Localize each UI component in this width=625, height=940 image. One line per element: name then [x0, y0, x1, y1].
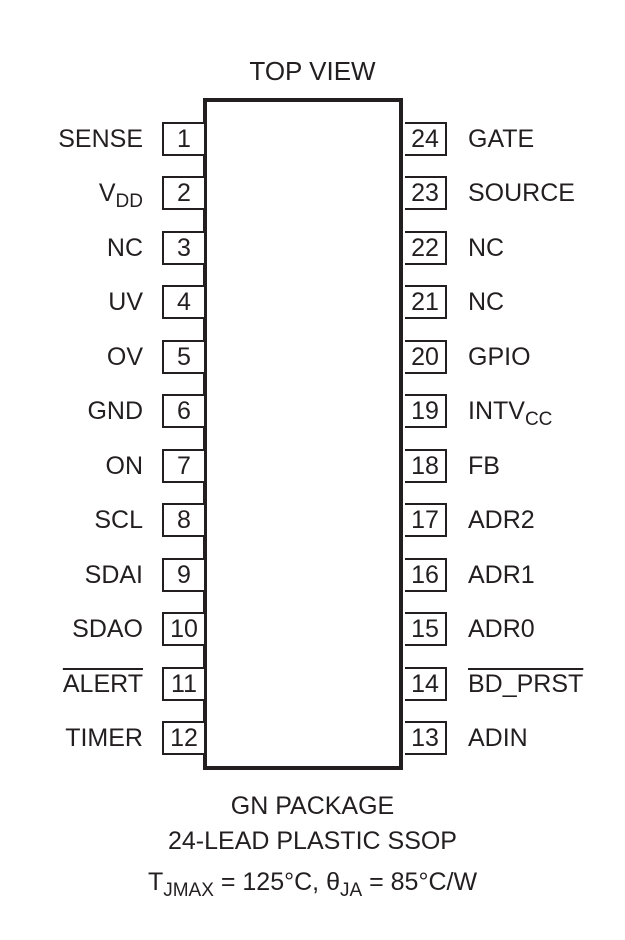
pin-5-label: OV: [107, 340, 143, 374]
pin-6-name: GND: [87, 397, 143, 425]
pin-24-number: 24: [405, 122, 447, 156]
pin-11-number: 11: [162, 667, 204, 701]
pin-15-name: ADR0: [468, 615, 535, 643]
pin-20-number: 20: [405, 340, 447, 374]
pin-7-label: ON: [106, 449, 144, 483]
pin-21-number: 21: [405, 285, 447, 319]
pin-9-name: SDAI: [84, 561, 143, 589]
pin-5-number: 5: [162, 340, 204, 374]
pin-8-name: SCL: [94, 506, 143, 534]
pin-8-label: SCL: [94, 503, 143, 537]
pin-14-label: BD_PRST: [468, 667, 583, 701]
pin-16-label: ADR1: [468, 558, 535, 592]
pin-10-number: 10: [162, 612, 204, 646]
pin-19-label: INTVCC: [468, 394, 553, 430]
pin-7-name: ON: [105, 452, 144, 480]
pin-23-number: 23: [405, 176, 447, 210]
pin-2-number: 2: [162, 176, 204, 210]
pin-4-name: UV: [108, 288, 143, 316]
pin-24-label: GATE: [468, 122, 534, 156]
theta-value: = 85°C/W: [362, 868, 478, 896]
pin-17-name: ADR2: [468, 506, 535, 534]
pin-16-number: 16: [405, 558, 447, 592]
pin-12-number: 12: [162, 721, 204, 755]
pin-15-label: ADR0: [468, 612, 535, 646]
theta-subscript: JA: [339, 880, 363, 901]
pin-19-name: INTV: [468, 397, 525, 425]
pin-1-name: SENSE: [58, 125, 143, 153]
pin-18-label: FB: [468, 449, 500, 483]
pin-14-name: BD_PRST: [468, 670, 584, 698]
pin-22-label: NC: [468, 231, 504, 265]
tjmax-value: = 125°C,: [213, 868, 327, 896]
pin-8-number: 8: [162, 503, 204, 537]
pin-5-name: OV: [106, 343, 143, 371]
pin-3-name: NC: [106, 234, 143, 262]
pin-20-name: GPIO: [468, 343, 531, 371]
pin-12-name: TIMER: [65, 724, 143, 752]
pin-13-number: 13: [405, 721, 447, 755]
pin-17-number: 17: [405, 503, 447, 537]
theta-symbol: θ: [326, 868, 340, 896]
pin-14-number: 14: [405, 667, 447, 701]
pin-1-number: 1: [162, 122, 204, 156]
pin-23-label: SOURCE: [468, 176, 575, 210]
pin-2-subscript: DD: [115, 191, 143, 212]
tjmax-subscript: JMAX: [163, 880, 214, 901]
pin-13-name: ADIN: [468, 724, 528, 752]
pin-3-number: 3: [162, 231, 204, 265]
package-body: [203, 98, 403, 770]
pin-9-label: SDAI: [85, 558, 143, 592]
diagram-title: TOP VIEW: [249, 56, 376, 86]
pin-1-label: SENSE: [58, 122, 143, 156]
pin-11-label: ALERT: [63, 667, 143, 701]
pin-17-label: ADR2: [468, 503, 535, 537]
pin-15-number: 15: [405, 612, 447, 646]
pin-20-label: GPIO: [468, 340, 531, 374]
pin-10-name: SDAO: [72, 615, 143, 643]
pin-2-label: VDD: [98, 176, 143, 212]
pin-6-number: 6: [162, 394, 204, 428]
pin-11-name: ALERT: [62, 670, 143, 698]
pin-22-number: 22: [405, 231, 447, 265]
pin-23-name: SOURCE: [468, 179, 575, 207]
pin-12-label: TIMER: [65, 721, 143, 755]
package-description: 24-LEAD PLASTIC SSOP: [167, 827, 457, 855]
pin-2-name: V: [98, 179, 116, 207]
pin-21-name: NC: [468, 288, 505, 316]
pin-6-label: GND: [87, 394, 143, 428]
pin-3-label: NC: [107, 231, 143, 265]
pin-4-label: UV: [108, 285, 143, 319]
tjmax-symbol: T: [147, 868, 164, 896]
pin-13-label: ADIN: [468, 721, 528, 755]
pin-18-name: FB: [468, 452, 500, 480]
pin-9-number: 9: [162, 558, 204, 592]
pin-7-number: 7: [162, 449, 204, 483]
pin-21-label: NC: [468, 285, 504, 319]
pin-16-name: ADR1: [468, 561, 535, 589]
pin-24-name: GATE: [468, 125, 535, 153]
pin-18-number: 18: [405, 449, 447, 483]
package-name: GN PACKAGE: [230, 792, 395, 820]
pin-4-number: 4: [162, 285, 204, 319]
pin-19-number: 19: [405, 394, 447, 428]
pin-22-name: NC: [468, 234, 505, 262]
thermal-spec: TJMAX = 125°C, θJA = 85°C/W: [0, 868, 625, 900]
pin-10-label: SDAO: [72, 612, 143, 646]
pin-19-subscript: CC: [524, 409, 553, 430]
